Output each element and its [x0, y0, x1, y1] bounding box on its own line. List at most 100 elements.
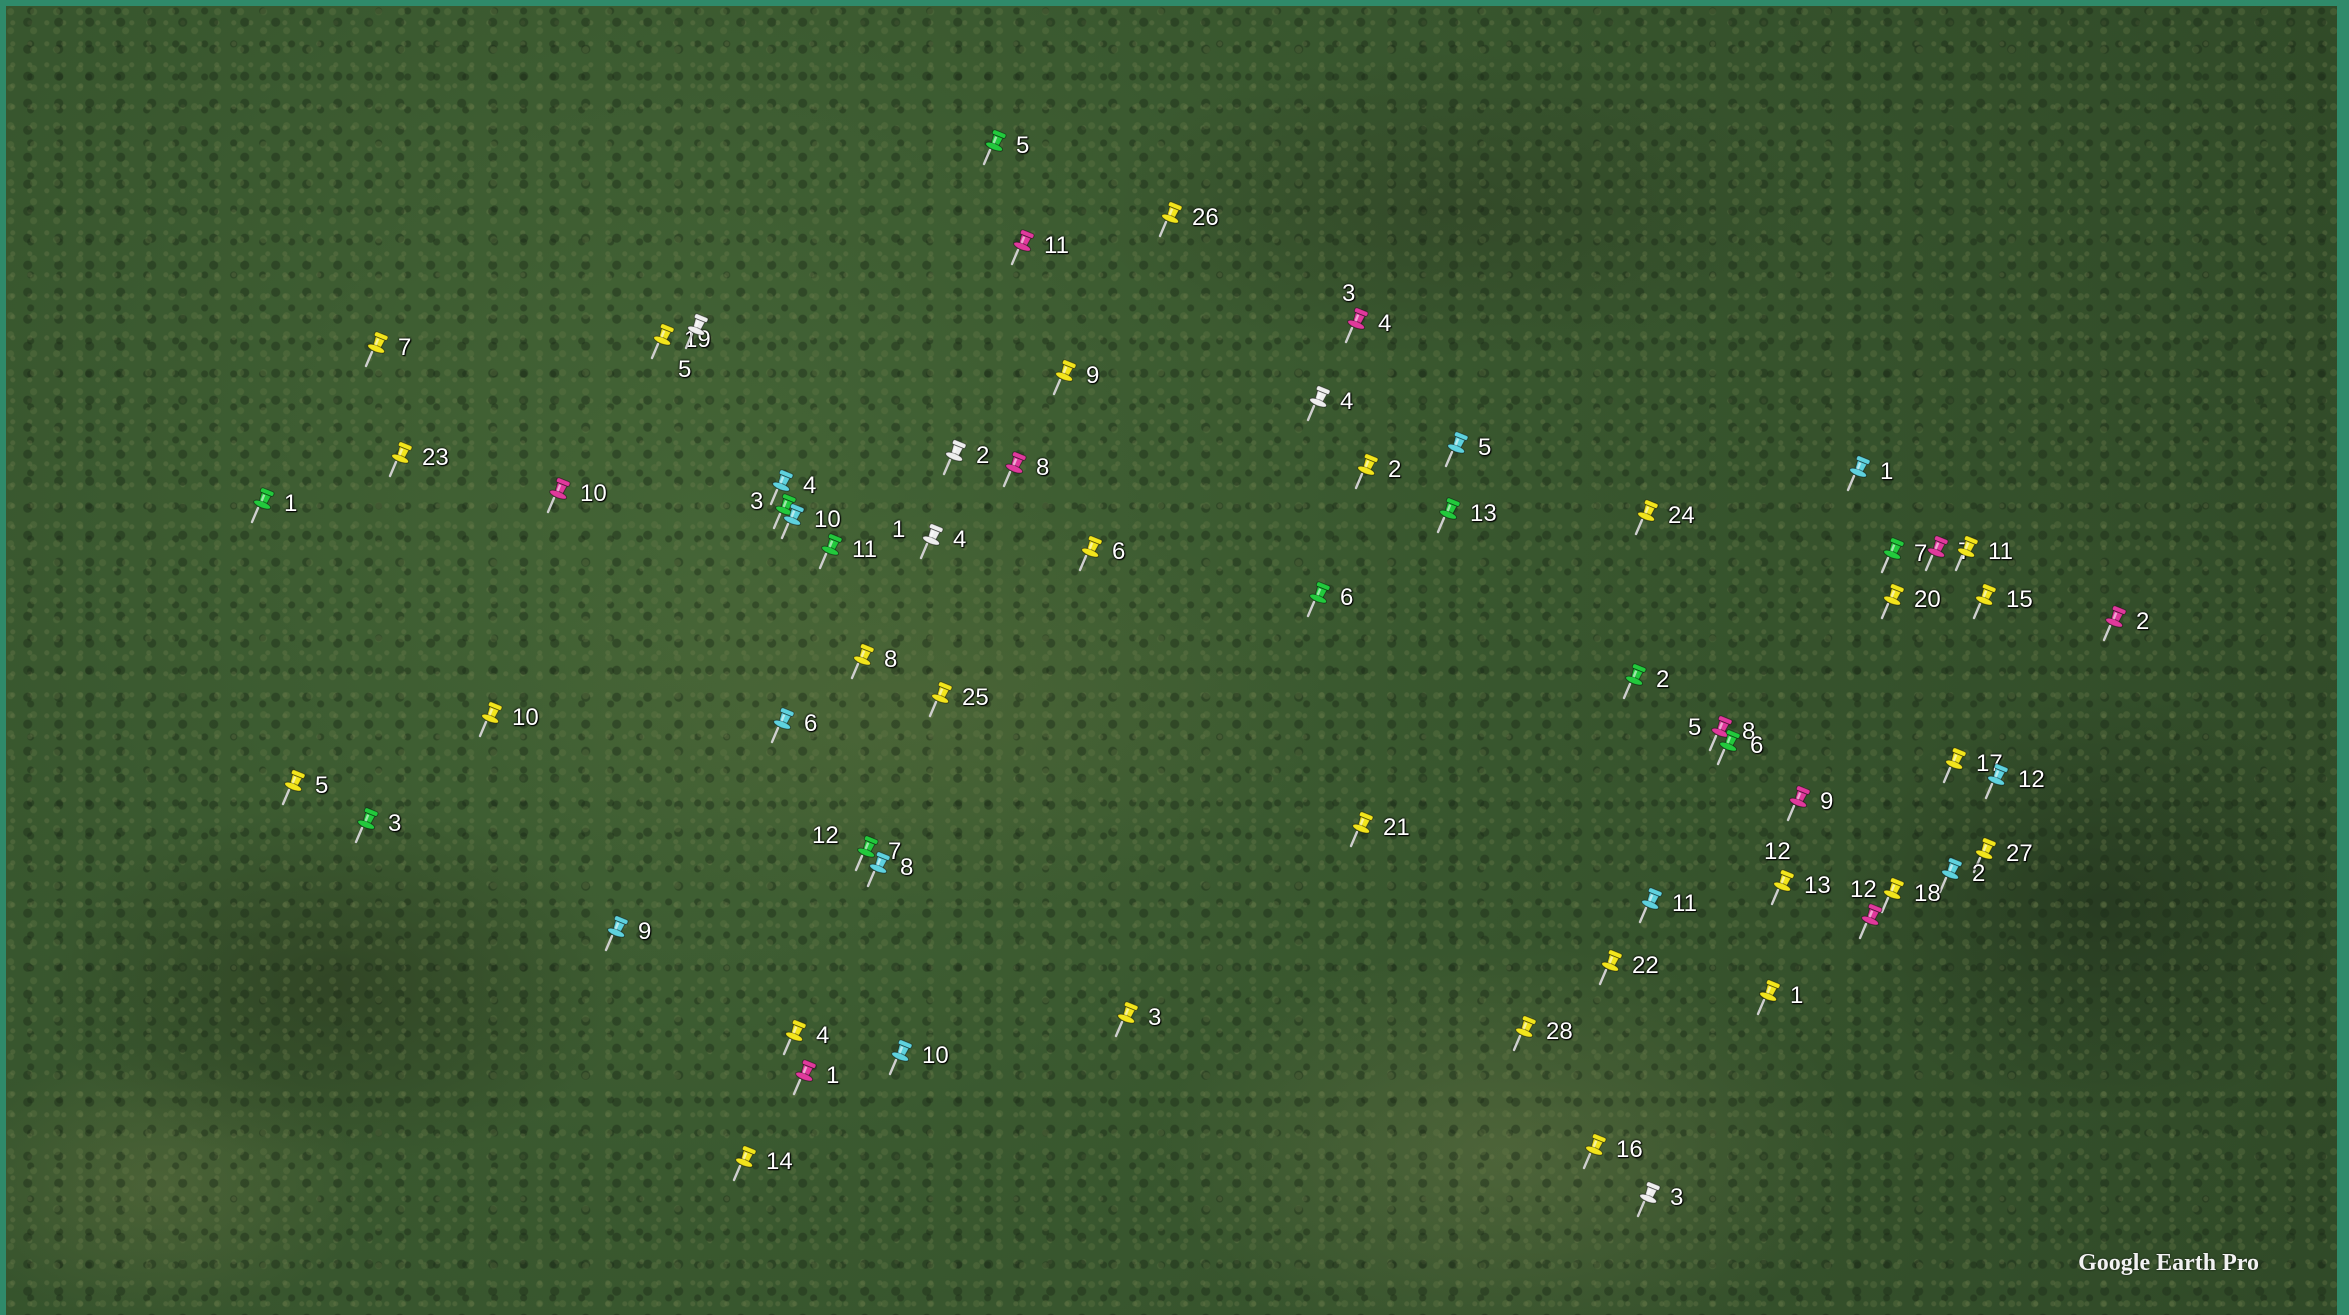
placemark-label: 12	[812, 822, 839, 849]
pushpin-green-icon[interactable]	[1874, 536, 1914, 576]
placemark-label: 7	[1914, 540, 1928, 567]
placemark-label: 2	[1388, 456, 1402, 483]
placemark-label: 22	[1632, 952, 1659, 979]
placemark-label: 1	[1880, 458, 1894, 485]
terrain-texture	[6, 6, 2337, 1315]
pushpin-white-icon[interactable]	[913, 522, 953, 562]
placemark-label: 4	[953, 526, 967, 553]
pushpin-pink-icon[interactable]	[1338, 306, 1378, 346]
pushpin-yellow-icon[interactable]	[275, 768, 315, 808]
pushpin-green-icon[interactable]	[812, 532, 852, 572]
pushpin-green-icon[interactable]	[1616, 662, 1656, 702]
placemark-label: 20	[1914, 586, 1941, 613]
pushpin-cyan-icon[interactable]	[1438, 430, 1478, 470]
pushpin-green-icon[interactable]	[976, 128, 1016, 168]
pushpin-yellow-icon[interactable]	[1348, 452, 1388, 492]
pushpin-yellow-icon[interactable]	[1046, 358, 1086, 398]
placemark-label: 2	[2136, 608, 2150, 635]
pushpin-green-icon[interactable]	[1300, 580, 1340, 620]
pushpin-cyan-icon[interactable]	[763, 468, 803, 508]
pushpin-white-icon[interactable]	[1300, 384, 1340, 424]
pushpin-yellow-icon[interactable]	[358, 330, 398, 370]
pushpin-yellow-icon[interactable]	[1152, 200, 1192, 240]
pushpin-yellow-icon[interactable]	[1936, 746, 1976, 786]
pushpin-cyan-icon[interactable]	[860, 850, 900, 890]
pushpin-yellow-icon[interactable]	[1966, 582, 2006, 622]
pushpin-green-icon[interactable]	[848, 834, 888, 874]
pushpin-white-icon[interactable]	[936, 438, 976, 478]
placemark-label: 3	[388, 810, 402, 837]
placemark-label: 11	[1672, 890, 1697, 917]
pushpin-cyan-icon[interactable]	[764, 706, 804, 746]
pushpin-white-icon[interactable]	[1630, 1180, 1670, 1220]
pushpin-yellow-icon[interactable]	[1874, 582, 1914, 622]
pushpin-yellow-icon[interactable]	[1966, 836, 2006, 876]
placemark-label: 8	[884, 646, 898, 673]
pushpin-pink-icon[interactable]	[1852, 902, 1892, 942]
pushpin-yellow-icon[interactable]	[726, 1144, 766, 1184]
pushpin-pink-icon[interactable]	[1702, 714, 1742, 754]
placemark-label: 5	[1016, 132, 1030, 159]
pushpin-pink-icon[interactable]	[540, 476, 580, 516]
pushpin-yellow-icon[interactable]	[644, 322, 684, 362]
placemark-label: 10	[580, 480, 607, 507]
pushpin-cyan-icon[interactable]	[1632, 886, 1672, 926]
placemark-label: 1	[892, 516, 906, 543]
pushpin-yellow-icon[interactable]	[776, 1018, 816, 1058]
placemark-label: 9	[1086, 362, 1100, 389]
placemark-label: 10	[512, 704, 539, 731]
pushpin-yellow-icon[interactable]	[922, 680, 962, 720]
placemark-label: 2	[976, 442, 990, 469]
pushpin-cyan-icon[interactable]	[882, 1038, 922, 1078]
pushpin-yellow-icon[interactable]	[1628, 498, 1668, 538]
pushpin-green-icon[interactable]	[1430, 496, 1470, 536]
placemark-label: 3	[1148, 1004, 1162, 1031]
placemark-label: 1	[1790, 982, 1804, 1009]
placemark-label: 11	[1044, 232, 1069, 259]
pushpin-cyan-icon[interactable]	[1932, 856, 1972, 896]
placemark-label: 13	[1470, 500, 1497, 527]
pushpin-yellow-icon[interactable]	[1874, 876, 1914, 916]
placemark-label: 4	[1340, 388, 1354, 415]
pushpin-pink-icon[interactable]	[2096, 604, 2136, 644]
pushpin-yellow-icon[interactable]	[1750, 978, 1790, 1018]
pushpin-pink-icon[interactable]	[1780, 784, 1820, 824]
pushpin-white-icon[interactable]	[678, 312, 718, 352]
pushpin-yellow-icon[interactable]	[1592, 948, 1632, 988]
pushpin-green-icon[interactable]	[766, 492, 806, 532]
pushpin-pink-icon[interactable]	[786, 1058, 826, 1098]
placemark-label: 4	[816, 1022, 830, 1049]
pushpin-yellow-icon[interactable]	[1764, 868, 1804, 908]
pushpin-green-icon[interactable]	[1710, 728, 1750, 768]
pushpin-pink-icon[interactable]	[1918, 534, 1958, 574]
pushpin-cyan-icon[interactable]	[1978, 762, 2018, 802]
placemark-label: 11	[1988, 538, 2013, 565]
placemark-label: 5	[1478, 434, 1492, 461]
placemark-label: 5	[678, 356, 692, 383]
pushpin-yellow-icon[interactable]	[382, 440, 422, 480]
pushpin-yellow-icon[interactable]	[1343, 810, 1383, 850]
placemark-label: 10	[922, 1042, 949, 1069]
satellite-map[interactable]: 5112647199423282511041011461324177112015…	[6, 6, 2337, 1315]
pushpin-yellow-icon[interactable]	[1072, 534, 1112, 574]
placemark-label: 21	[1383, 814, 1410, 841]
pushpin-green-icon[interactable]	[244, 486, 284, 526]
pushpin-cyan-icon[interactable]	[1840, 454, 1880, 494]
pushpin-yellow-icon[interactable]	[844, 642, 884, 682]
google-earth-watermark: Google Earth Pro	[2078, 1250, 2259, 1276]
pushpin-yellow-icon[interactable]	[1108, 1000, 1148, 1040]
placemark-label: 6	[1750, 732, 1764, 759]
pushpin-green-icon[interactable]	[348, 806, 388, 846]
pushpin-yellow-icon[interactable]	[1506, 1014, 1546, 1054]
pushpin-pink-icon[interactable]	[1004, 228, 1044, 268]
placemark-label: 16	[1616, 1136, 1643, 1163]
pushpin-pink-icon[interactable]	[996, 450, 1036, 490]
pushpin-yellow-icon[interactable]	[1576, 1132, 1616, 1172]
placemark-label: 8	[1742, 718, 1756, 745]
placemark-label: 6	[1340, 584, 1354, 611]
pushpin-yellow-icon[interactable]	[472, 700, 512, 740]
pushpin-cyan-icon[interactable]	[774, 502, 814, 542]
pushpin-yellow-icon[interactable]	[1948, 534, 1988, 574]
pushpin-cyan-icon[interactable]	[598, 914, 638, 954]
